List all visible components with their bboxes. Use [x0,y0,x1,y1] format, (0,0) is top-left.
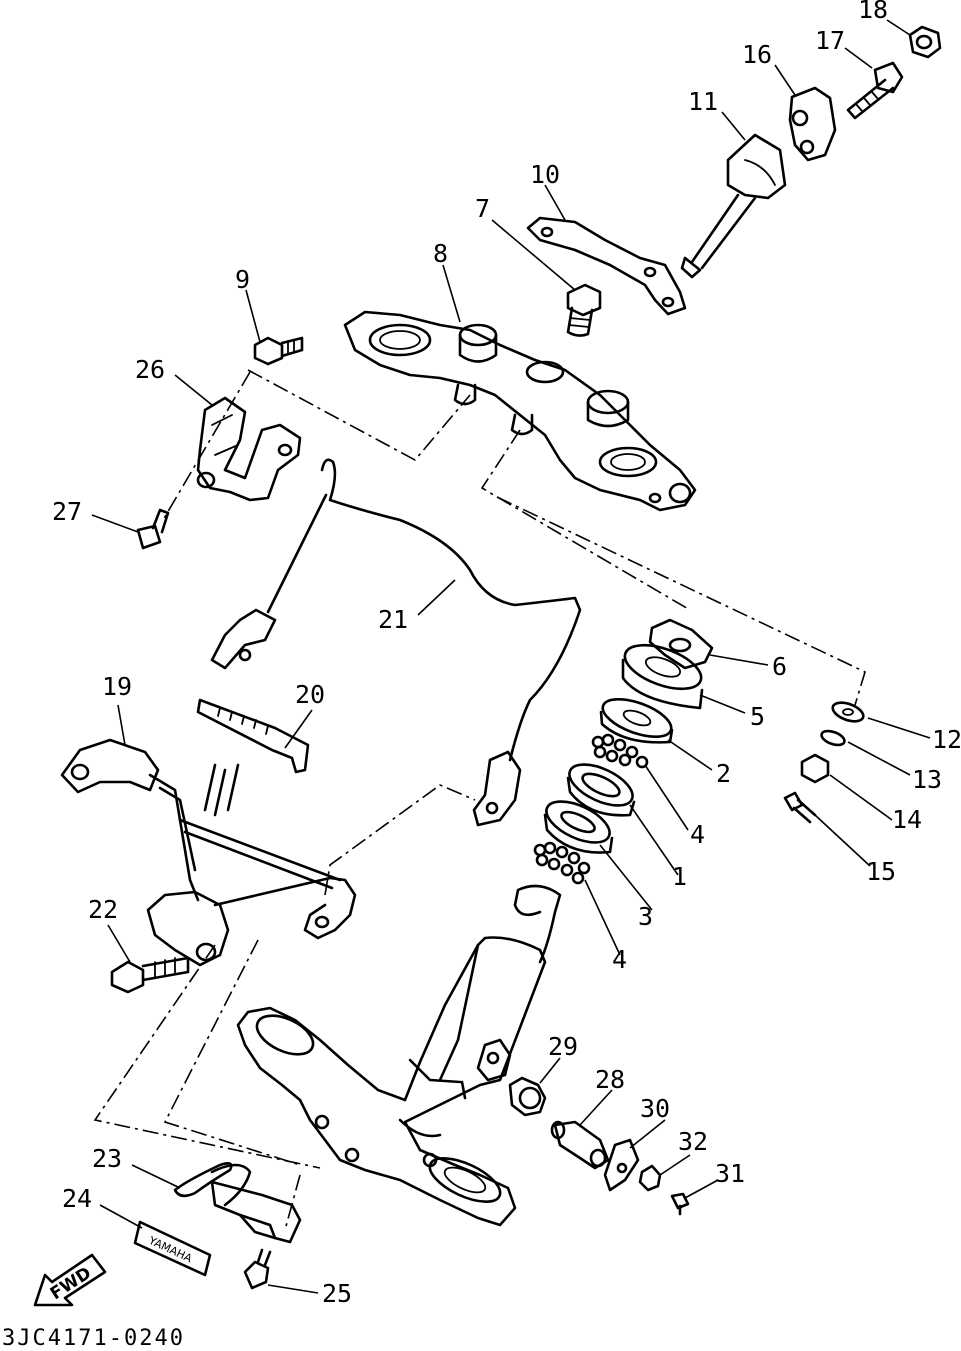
callout-4-lower: 4 [612,945,627,974]
part-28-steering-lock [550,1120,610,1170]
callout-20: 20 [295,680,325,709]
callout-6: 6 [772,652,787,681]
part-30-lock-cover [603,1138,640,1192]
part-20-harness [196,698,310,774]
callout-9: 9 [235,265,250,294]
assembly-guide-lines [93,369,866,1231]
callout-5: 5 [750,702,765,731]
part-25-screw [243,1248,272,1290]
callout-16: 16 [742,40,772,69]
callout-27: 27 [52,497,82,526]
part-6-lock-washer [648,618,714,670]
part-32-nut [638,1164,662,1192]
part-4-balls-upper [591,733,649,769]
callout-31: 31 [715,1159,745,1188]
callout-numbers: 18 17 16 11 10 7 8 9 26 27 21 6 5 12 2 1… [52,0,961,1308]
part-21-cable [210,458,582,827]
part-18-cap-nut [908,25,942,59]
callout-8: 8 [433,239,448,268]
callout-13: 13 [912,765,942,794]
callout-3: 3 [638,902,653,931]
callout-25: 25 [322,1279,352,1308]
callout-7: 7 [475,194,490,223]
part-3-lower-race [543,800,614,854]
callout-11: 11 [688,87,718,116]
callout-14: 14 [892,805,922,834]
callout-15: 15 [866,857,896,886]
callout-26: 26 [135,355,165,384]
callout-22: 22 [88,895,118,924]
part-26-meter-stay [196,396,302,502]
callout-32: 32 [678,1127,708,1156]
callout-21: 21 [378,605,408,634]
part-27-bolt [136,508,170,550]
part-23-spring-clip [173,1162,252,1207]
callout-19: 19 [102,672,132,701]
callout-2: 2 [716,759,731,788]
part-9-bolt [253,336,304,366]
callout-28: 28 [595,1065,625,1094]
part-22-bolt [110,956,190,994]
part-15-bolt [783,791,817,824]
part-31-screw [670,1192,690,1216]
part-8-upper-bracket [343,310,697,512]
callout-18: 18 [858,0,888,24]
callout-4-upper: 4 [690,820,705,849]
callout-1: 1 [672,862,687,891]
part-1-upper-race [566,763,636,817]
part-10-stay-plate [526,216,687,316]
part-5-ring-nut [621,643,704,710]
callout-12: 12 [932,725,961,754]
callout-23: 23 [92,1144,122,1173]
callout-30: 30 [640,1094,670,1123]
callout-10: 10 [530,160,560,189]
callout-leader-lines [91,19,931,1294]
part-16-handlebar-clamp [788,86,837,162]
part-2-bearing-cover [599,697,674,744]
callout-29: 29 [548,1032,578,1061]
part-24-emblem: YAMAHA [133,1220,212,1277]
part-4-balls-lower [533,841,591,885]
part-17-bolt [846,61,904,120]
part-29-grommet [508,1076,547,1117]
callout-17: 17 [815,26,845,55]
diagram-reference-code: 3JC4171-0240 [2,1326,185,1351]
part-13-washer [820,729,846,747]
part-25-emblem-bracket [210,1180,302,1244]
callout-24: 24 [62,1184,92,1213]
part-19-headlight-bracket [60,738,357,967]
part-12-washer [831,701,865,723]
part-11-handlebar-holder [680,133,787,279]
part-14-nut [800,753,830,784]
forward-direction-arrow: FWD [33,1253,107,1307]
steering-stem-under-bracket [236,884,562,1227]
part-7-steering-stem-bolt [566,283,602,337]
